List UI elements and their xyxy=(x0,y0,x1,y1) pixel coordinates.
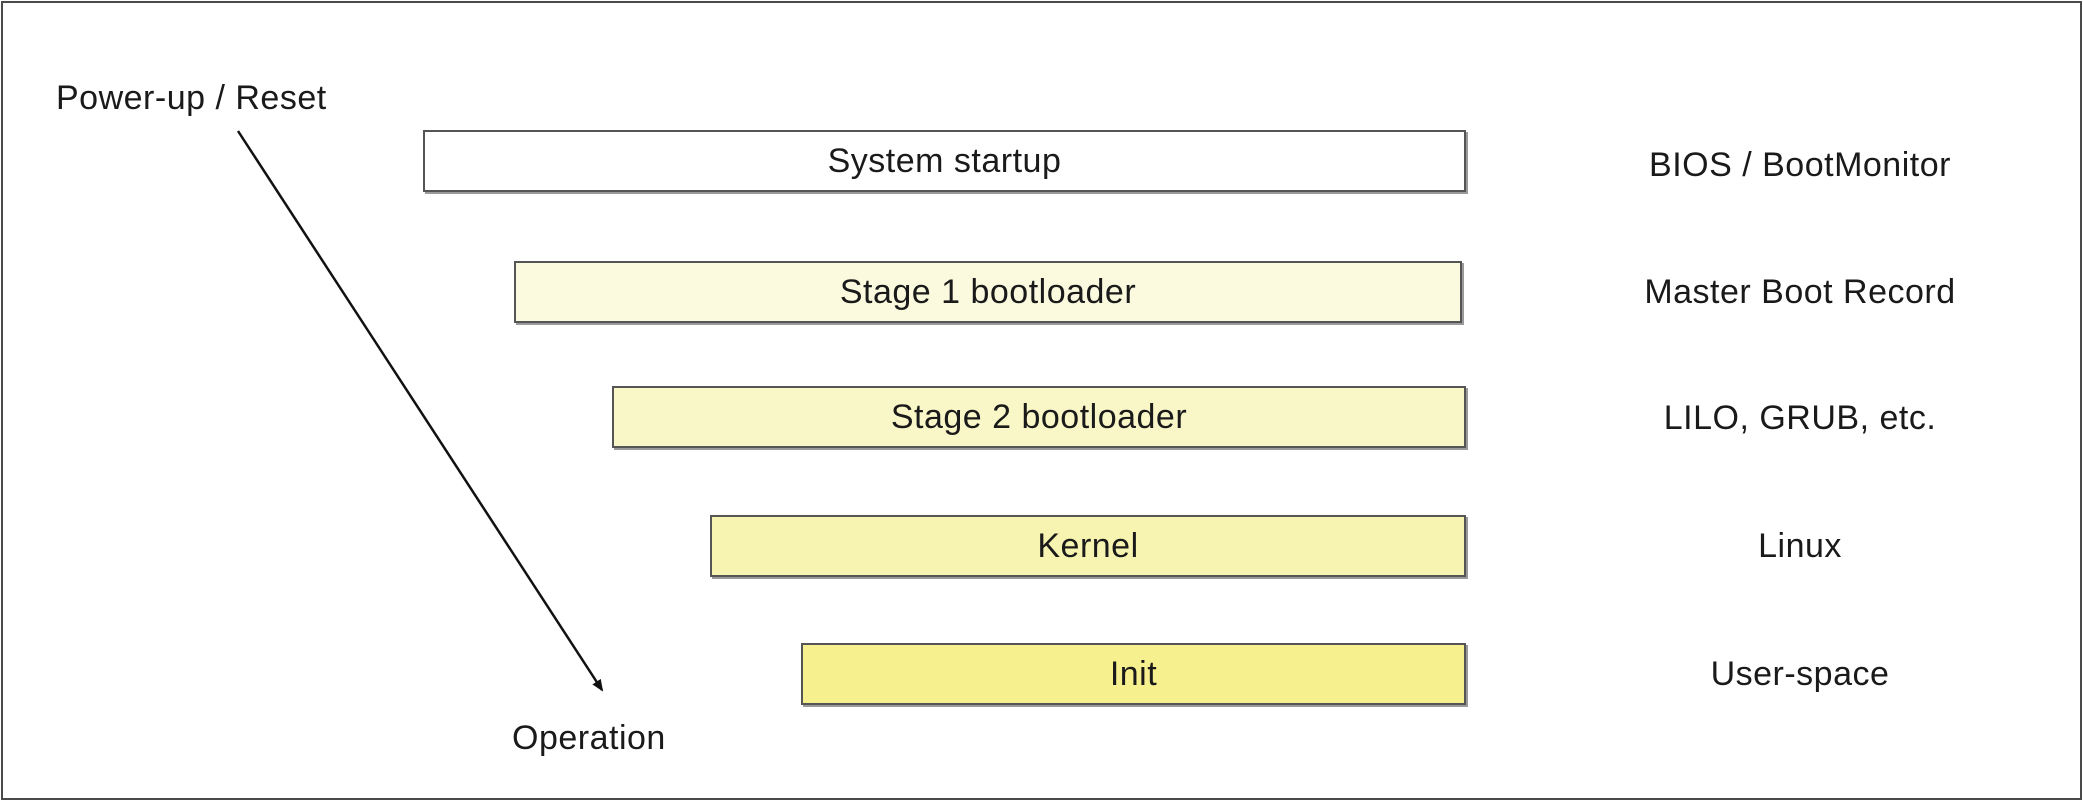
stage-description: Master Boot Record xyxy=(1644,273,1956,311)
start-label: Power-up / Reset xyxy=(56,79,327,117)
end-label: Operation xyxy=(512,719,666,757)
stage-description: Linux xyxy=(1758,527,1842,565)
stage-description: User-space xyxy=(1710,655,1890,693)
stage-description: LILO, GRUB, etc. xyxy=(1663,399,1937,437)
stage-2-bootloader: Stage 2 bootloader xyxy=(612,386,1466,448)
stage-1-bootloader: Stage 1 bootloader xyxy=(514,261,1462,323)
stage-kernel: Kernel xyxy=(710,515,1466,577)
stage-description: BIOS / BootMonitor xyxy=(1649,146,1951,184)
stage-system-startup: System startup xyxy=(423,130,1466,192)
stage-init: Init xyxy=(801,643,1466,705)
